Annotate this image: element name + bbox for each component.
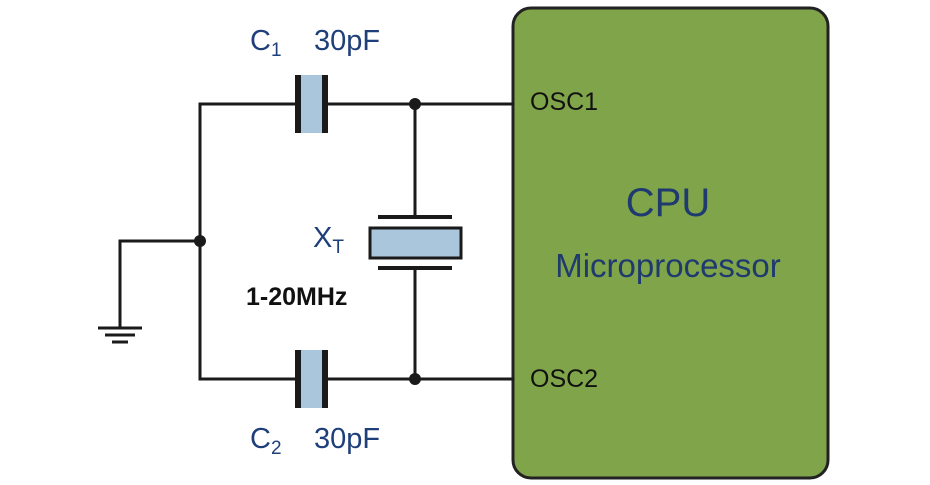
circuit-wires [118, 102, 515, 381]
c2-value: 30pF [314, 423, 380, 455]
c1-label: C1 [250, 25, 282, 61]
junction-dot-bottom [409, 373, 421, 385]
c1-subscript: 1 [271, 40, 282, 61]
cpu-block [511, 6, 830, 480]
xt-frequency: 1-20MHz [246, 283, 347, 311]
c2-letter: C [250, 423, 271, 455]
c1-value: 30pF [314, 25, 380, 57]
top-wire [198, 102, 299, 243]
bottom-wire [198, 239, 299, 381]
ground-wire [118, 239, 202, 328]
xt-letter: X [313, 222, 332, 254]
c2-label: C2 [250, 423, 282, 459]
cpu-title: CPU [626, 181, 710, 225]
cpu-subtitle: Microprocessor [555, 247, 781, 284]
xt-label: XT [313, 222, 344, 258]
junction-dot-left [194, 235, 206, 247]
pin-osc1-label: OSC1 [530, 88, 598, 116]
xt-subscript: T [332, 237, 344, 258]
junction-dot-top [409, 98, 421, 110]
c2-subscript: 2 [271, 438, 282, 459]
c1-letter: C [250, 25, 271, 57]
crystal-xt [368, 215, 463, 270]
capacitor-c1 [295, 75, 328, 133]
capacitor-c2 [295, 350, 328, 408]
ground-symbol [98, 326, 142, 344]
pin-osc2-label: OSC2 [530, 365, 598, 393]
